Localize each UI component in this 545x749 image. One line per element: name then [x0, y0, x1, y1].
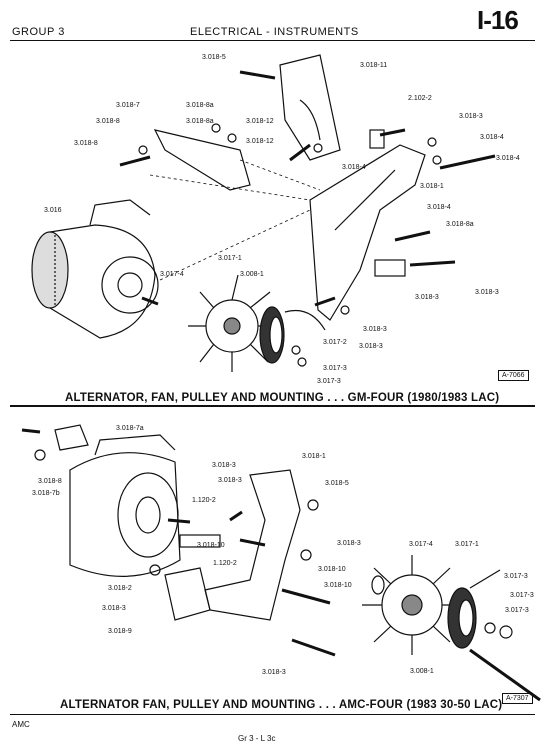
part-label: 3.018-3	[212, 462, 236, 469]
part-label: 3.018-3	[102, 605, 126, 612]
header-rule	[10, 40, 535, 41]
group-label: GROUP 3	[12, 26, 65, 38]
page-number: I-16	[477, 5, 519, 35]
part-label: 3.018-3	[475, 289, 499, 296]
caption-bottom: ALTERNATOR FAN, PULLEY AND MOUNTING . . …	[60, 699, 503, 711]
part-label: 3.018-12	[246, 118, 274, 125]
part-label: 3.018-11	[360, 62, 388, 69]
part-label: 3.017-3	[323, 365, 347, 372]
bracket-11-drawing	[279, 54, 341, 161]
part-label: 3.018-12	[246, 138, 274, 145]
part-label: 3.018-9	[108, 628, 132, 635]
part-label: 3.018-3	[262, 669, 286, 676]
part-label: 3.018-1	[302, 453, 326, 460]
part-label: 3.017-3	[504, 573, 528, 580]
alternator-top-drawing	[31, 199, 159, 339]
footer-code: Gr 3 - L 3c	[238, 734, 276, 743]
part-label: 3.008-1	[240, 271, 264, 278]
part-label: 3.018-3	[459, 113, 483, 120]
footer-rule	[10, 714, 535, 715]
part-label: 3.018-3	[337, 540, 361, 547]
part-label: 3.017-1	[455, 541, 479, 548]
part-label: 3.017-1	[218, 255, 242, 262]
fan-bottom-drawing	[362, 555, 462, 655]
part-label: 1.120-2	[213, 560, 237, 567]
part-label: 3.018-3	[415, 294, 439, 301]
part-label: 3.018-10	[324, 582, 352, 589]
part-label: 3.017-3	[505, 607, 529, 614]
section-title: ELECTRICAL - INSTRUMENTS	[190, 26, 359, 38]
part-label: 3.018-3	[359, 343, 383, 350]
part-label: 3.018-8a	[446, 221, 474, 228]
part-label: 3.018-10	[318, 566, 346, 573]
part-label: 3.018-7a	[116, 425, 144, 432]
part-label: 3.018-4	[427, 204, 451, 211]
part-label: 3.018-5	[325, 480, 349, 487]
part-label: 3.018-4	[496, 155, 520, 162]
caption-top: ALTERNATOR, FAN, PULLEY AND MOUNTING . .…	[65, 392, 500, 404]
part-label: 3.018-8a	[186, 118, 214, 125]
bracket-bottom-1-drawing	[204, 469, 301, 621]
part-label: 3.018-2	[108, 585, 132, 592]
figure-ref-top: A-7066	[498, 370, 529, 381]
part-label: 3.017-3	[317, 378, 341, 385]
part-label: 3.018-1	[420, 183, 444, 190]
part-label: 3.017-3	[510, 592, 534, 599]
part-label: 3.018-8	[74, 140, 98, 147]
part-label: 3.017-4	[160, 271, 184, 278]
part-label: 3.018-8a	[186, 102, 214, 109]
part-label: 3.018-3	[218, 477, 242, 484]
part-label: 3.018-4	[342, 164, 366, 171]
footer-publisher: AMC	[12, 720, 30, 729]
figure-ref-bottom: A-7307	[502, 693, 533, 704]
part-label: 3.018-8	[96, 118, 120, 125]
part-label: 3.017-2	[323, 339, 347, 346]
part-label: 3.008-1	[410, 668, 434, 675]
part-label: 3.018-4	[480, 134, 504, 141]
part-label: 3.018-3	[363, 326, 387, 333]
part-label: 3.017-4	[409, 541, 433, 548]
part-label: 3.018-7b	[32, 490, 60, 497]
part-label: 3.018-10	[197, 542, 225, 549]
part-label: 3.018-8	[38, 478, 62, 485]
part-label: 2.102-2	[408, 95, 432, 102]
bracket-7-drawing	[153, 129, 251, 191]
bracket-1-drawing	[309, 144, 426, 321]
alternator-bottom-drawing	[69, 434, 191, 577]
part-label: 3.018-5	[202, 54, 226, 61]
pulley-bottom-drawing	[447, 569, 541, 702]
part-label: 3.016	[44, 207, 62, 214]
fan-top-drawing	[188, 274, 282, 372]
part-label: 1.120-2	[192, 497, 216, 504]
part-label: 3.018-7	[116, 102, 140, 109]
bracket-9-drawing	[164, 567, 211, 621]
pulley-top-drawing	[259, 306, 326, 364]
